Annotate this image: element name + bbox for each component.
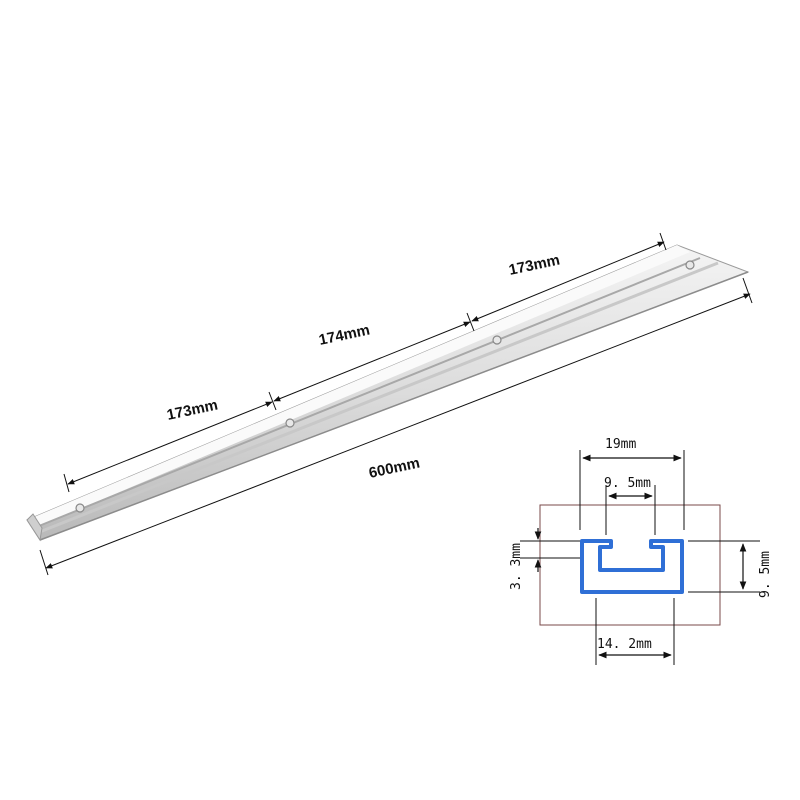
- slot-opening-label: 9. 5mm: [604, 476, 651, 491]
- total-ext-right: [742, 277, 753, 304]
- rail-lower-edge: [39, 271, 749, 541]
- ext-tick-4: [659, 232, 667, 251]
- dim-line-total: [45, 293, 751, 569]
- segment-dimensions: [63, 232, 667, 493]
- bottom-width-label: 14. 2mm: [597, 637, 652, 652]
- height-label: 9. 5mm: [758, 551, 773, 598]
- overall-width-label: 19mm: [605, 437, 636, 452]
- mounting-hole-1: [75, 503, 85, 513]
- mounting-hole-2: [285, 418, 295, 428]
- total-length-label: 600mm: [367, 455, 421, 482]
- section-frame: [539, 504, 721, 626]
- ext-tick-1: [63, 473, 70, 493]
- mounting-hole-3: [492, 335, 502, 345]
- mounting-hole-4: [685, 260, 695, 270]
- segment-1-label: 173mm: [165, 397, 219, 424]
- cross-section-diagram: 19mm 9. 5mm 14. 2mm 3. 3mm 9. 5mm: [509, 437, 773, 665]
- segment-3-label: 173mm: [507, 252, 561, 279]
- t-track-profile: [580, 539, 684, 594]
- rail-slot-edge-2: [36, 261, 719, 535]
- rail-slot-edge-1: [33, 257, 701, 529]
- segment-2-label: 174mm: [317, 322, 371, 349]
- total-length-dimension: [39, 277, 753, 576]
- rail-end-cap: [26, 513, 43, 542]
- rail-top-face: [27, 245, 690, 528]
- ext-tick-3: [466, 312, 475, 332]
- lip-thickness-label: 3. 3mm: [509, 543, 524, 590]
- total-ext-left: [39, 549, 49, 576]
